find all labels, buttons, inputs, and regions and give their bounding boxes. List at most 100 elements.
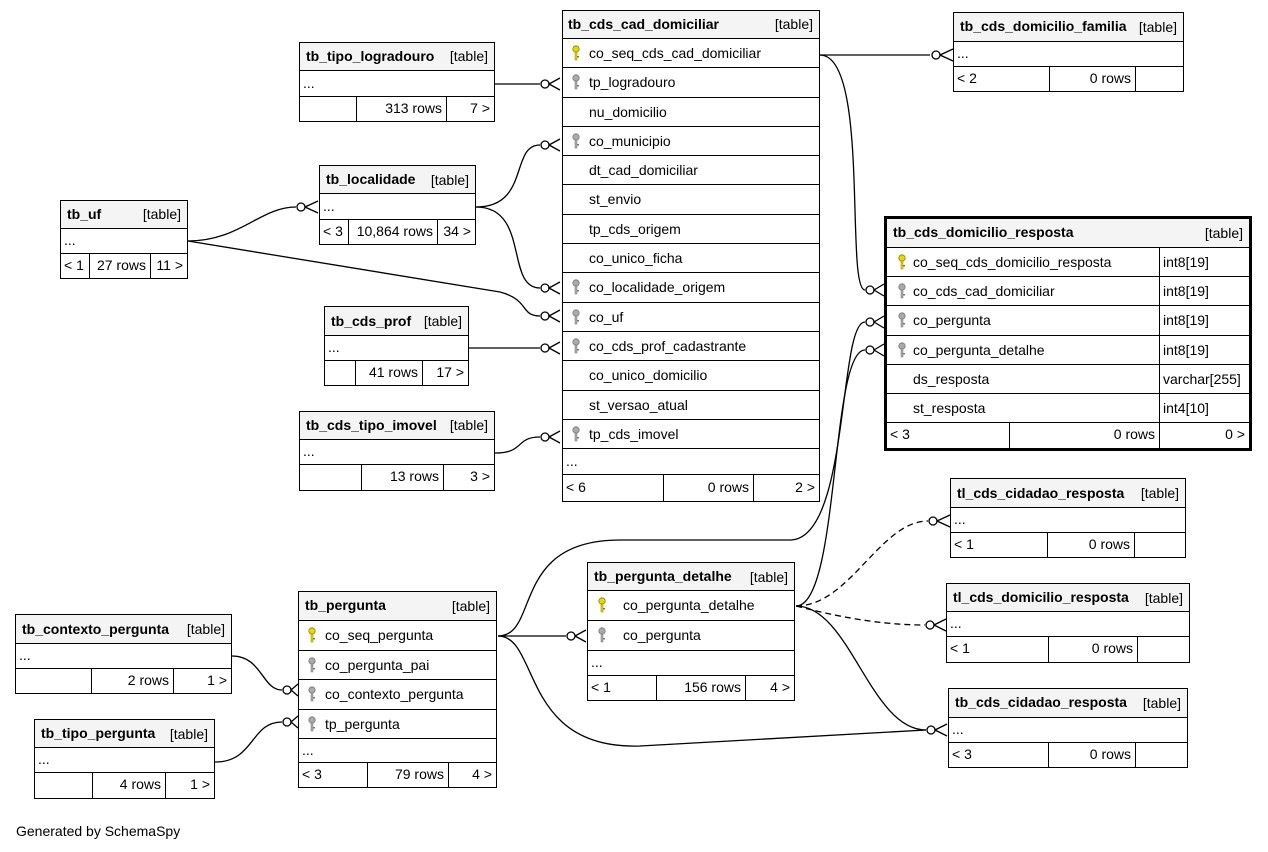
parents-link[interactable]: < 1 xyxy=(591,679,611,695)
children-link[interactable]: 7 > xyxy=(446,97,494,121)
column-row[interactable]: tp_cds_origem xyxy=(563,215,819,245)
column-row[interactable]: tp_pergunta xyxy=(299,710,496,739)
children-link[interactable]: 11 > xyxy=(150,254,187,278)
children-link[interactable]: 1 > xyxy=(165,773,214,798)
column-row[interactable]: co_localidade_origem xyxy=(563,273,819,303)
parents-link[interactable]: < 1 xyxy=(950,640,970,656)
column-row[interactable]: st_envio xyxy=(563,185,819,215)
parents-link[interactable] xyxy=(300,97,356,121)
children-link[interactable]: 2 > xyxy=(753,475,819,502)
table-tb-contexto-pergunta[interactable]: tb_contexto_pergunta [table] ... 2 rows … xyxy=(15,614,232,694)
more-columns[interactable]: ... xyxy=(35,748,214,773)
children-link[interactable] xyxy=(1134,533,1185,557)
row-count: 0 rows xyxy=(1049,67,1135,91)
more-columns[interactable]: ... xyxy=(320,194,475,220)
children-link[interactable]: 17 > xyxy=(422,361,468,385)
table-tl-cds-domicilio-resposta[interactable]: tl_cds_domicilio_resposta [table] ... < … xyxy=(946,583,1190,663)
table-tb-cds-cad-domiciliar[interactable]: tb_cds_cad_domiciliar [table] co_seq_cds… xyxy=(562,10,820,503)
table-tb-localidade[interactable]: tb_localidade [table] ... < 3 10,864 row… xyxy=(319,165,476,245)
row-count: 0 rows xyxy=(1009,423,1159,449)
column-row[interactable]: co_unico_ficha xyxy=(563,244,819,274)
children-link[interactable]: 3 > xyxy=(443,465,494,490)
children-link[interactable]: 4 > xyxy=(745,676,794,700)
row-count: 41 rows xyxy=(355,361,422,385)
table-tb-cds-cidadao-resposta[interactable]: tb_cds_cidadao_resposta [table] ... < 3 … xyxy=(948,688,1188,768)
column-row[interactable]: st_versao_atual xyxy=(563,391,819,420)
table-tb-cds-domicilio-resposta[interactable]: tb_cds_domicilio_resposta [table] co_seq… xyxy=(884,216,1252,452)
parents-link[interactable]: < 3 xyxy=(890,426,910,443)
parents-link[interactable] xyxy=(300,465,361,490)
parents-link[interactable]: < 3 xyxy=(323,223,343,239)
table-tb-uf[interactable]: tb_uf [table] ... < 1 27 rows 11 > xyxy=(60,200,188,279)
more-columns[interactable]: ... xyxy=(299,739,496,763)
column-name: co_unico_domicilio xyxy=(589,367,708,384)
children-link[interactable] xyxy=(1137,637,1189,662)
column-row[interactable]: nu_domicilio xyxy=(563,98,819,127)
parents-link[interactable]: < 3 xyxy=(302,766,322,782)
primary-key-icon xyxy=(571,45,581,61)
children-link[interactable] xyxy=(1135,67,1183,91)
column-row[interactable]: co_pergunta xyxy=(588,621,794,651)
more-columns[interactable]: ... xyxy=(951,508,1185,533)
children-link[interactable]: 34 > xyxy=(437,220,475,244)
more-columns[interactable]: ... xyxy=(563,449,819,476)
table-tb-cds-tipo-imovel[interactable]: tb_cds_tipo_imovel [table] ... 13 rows 3… xyxy=(299,411,495,491)
column-name: co_cds_cad_domiciliar xyxy=(913,283,1055,300)
column-row[interactable]: co_seq_cds_cad_domiciliar xyxy=(563,39,819,69)
column-row[interactable]: co_uf xyxy=(563,303,819,332)
parents-link[interactable] xyxy=(35,773,92,798)
column-row[interactable]: co_unico_domicilio xyxy=(563,361,819,391)
table-tag: [table] xyxy=(749,569,788,585)
more-columns[interactable]: ... xyxy=(588,651,794,676)
column-row[interactable]: co_pergunta_detalhe xyxy=(588,591,794,621)
children-link[interactable]: 1 > xyxy=(173,669,231,693)
parents-link[interactable] xyxy=(16,669,91,693)
column-name: tp_pergunta xyxy=(325,715,400,732)
children-link[interactable]: 0 > xyxy=(1159,423,1249,449)
more-columns[interactable]: ... xyxy=(16,644,231,669)
more-columns[interactable]: ... xyxy=(949,718,1187,743)
table-tb-cds-prof[interactable]: tb_cds_prof [table] ... 41 rows 17 > xyxy=(324,306,469,386)
more-columns[interactable]: ... xyxy=(947,612,1189,637)
parents-link[interactable]: < 2 xyxy=(957,70,977,86)
table-tb-cds-domicilio-familia[interactable]: tb_cds_domicilio_familia [table] ... < 2… xyxy=(953,12,1184,92)
column-row[interactable]: co_pergunta_pai xyxy=(299,651,496,680)
more-columns[interactable]: ... xyxy=(954,42,1183,67)
more-columns[interactable]: ... xyxy=(300,440,494,465)
parents-link[interactable] xyxy=(325,361,355,385)
column-row[interactable]: dt_cad_domiciliar xyxy=(563,156,819,186)
column-row[interactable]: co_cds_prof_cadastrante xyxy=(563,332,819,362)
children-link[interactable]: 4 > xyxy=(448,763,496,787)
column-row[interactable]: co_seq_pergunta xyxy=(299,621,496,651)
more-columns[interactable]: ... xyxy=(61,229,187,254)
parents-link[interactable]: < 6 xyxy=(566,479,586,496)
table-tb-tipo-pergunta[interactable]: tb_tipo_pergunta [table] ... 4 rows 1 > xyxy=(34,719,215,799)
column-row[interactable]: tp_cds_imovel xyxy=(563,420,819,450)
table-tb-pergunta-detalhe[interactable]: tb_pergunta_detalhe [table] co_pergunta_… xyxy=(587,562,795,701)
column-row[interactable]: co_municipio xyxy=(563,127,819,157)
parents-link[interactable]: < 1 xyxy=(954,536,974,552)
more-columns[interactable]: ... xyxy=(325,336,468,361)
foreign-key-icon xyxy=(897,312,907,328)
table-tb-tipo-logradouro[interactable]: tb_tipo_logradouro [table] ... 313 rows … xyxy=(299,42,495,122)
edge-tl-cidadao xyxy=(795,520,929,607)
children-link[interactable] xyxy=(1135,743,1187,767)
column-name: co_pergunta_detalhe xyxy=(623,597,755,613)
primary-key-icon xyxy=(597,597,607,613)
parents-link[interactable]: < 3 xyxy=(952,746,972,762)
column-row[interactable]: tp_logradouro xyxy=(563,68,819,98)
column-row[interactable]: co_contexto_pergunta xyxy=(299,680,496,710)
more-columns[interactable]: ... xyxy=(300,71,494,97)
table-tl-cds-cidadao-resposta[interactable]: tl_cds_cidadao_resposta [table] ... < 1 … xyxy=(950,478,1186,558)
foreign-key-icon xyxy=(307,686,317,702)
parents-link[interactable]: < 1 xyxy=(64,257,84,273)
row-count: 4 rows xyxy=(92,773,165,798)
column-type: int8[19] xyxy=(1159,248,1209,277)
